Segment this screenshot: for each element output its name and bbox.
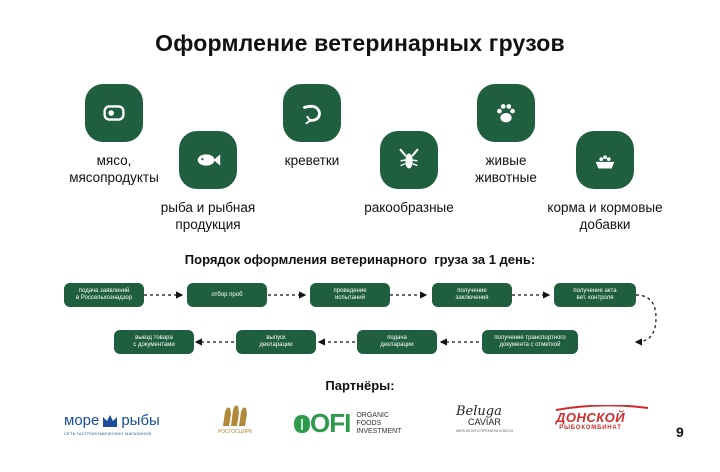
category-crayfish: ракообразные — [334, 131, 484, 216]
partners-title: Партнёры: — [325, 378, 395, 393]
logo-word: Beluga — [456, 404, 502, 419]
step-7: подача декларации — [357, 330, 437, 354]
crown-icon — [103, 414, 118, 427]
logo-word: OFI — [310, 408, 351, 438]
step-6: получение транспортного документа с отме… — [482, 330, 578, 354]
swoosh-icon — [555, 405, 649, 411]
category-fish: рыба и рыбная продукция — [133, 131, 283, 233]
step-4: получение заключения — [432, 283, 512, 307]
category-label: корма и кормовые добавки — [547, 200, 663, 232]
category-feed: корма и кормовые добавки — [530, 131, 680, 233]
step-8: выпуск декларации — [236, 330, 316, 354]
category-meat: мясо, мясопродукты — [39, 84, 189, 186]
logo-donskoy: ДОНСКОЙ РЫБОКОМБИНАТ — [555, 405, 649, 431]
step-5: получение акта вет. контроля — [554, 283, 636, 307]
step-3: проведение испытаний — [310, 283, 390, 307]
logo-more-ryby: море рыбы СЕТЬ ГАСТРОНОМИЧЕСКИХ МАГАЗИНО… — [64, 412, 160, 436]
process-title: Порядок оформления ветеринарного груза з… — [184, 252, 536, 267]
logo-subtitle: СЕТЬ ГАСТРОНОМИЧЕСКИХ МАГАЗИНОВ — [64, 431, 152, 436]
logo-word: ДОНСКОЙ — [556, 410, 626, 425]
leaf-icon — [294, 414, 310, 433]
logo-word: рыбы — [121, 412, 160, 429]
horses-emblem-icon — [223, 405, 248, 426]
category-label: мясо, мясопродукты — [69, 153, 159, 185]
category-label: креветки — [284, 153, 340, 168]
logo-tagline: ИКРА БЕЛУГИ ПРЕМИУМ КЛАССА — [456, 429, 514, 433]
fish-icon — [179, 131, 237, 189]
logo-beluga: Beluga CAVIAR ИКРА БЕЛУГИ ПРЕМИУМ КЛАССА — [456, 404, 513, 433]
category-shrimp: креветки — [237, 84, 387, 169]
step-1: подача заявлений в Россельхознадзор — [64, 283, 144, 307]
category-label: ракообразные — [364, 200, 454, 215]
crayfish-icon — [380, 131, 438, 189]
category-label: живые животные — [475, 153, 537, 185]
logo-subtitle: ORGANIC FOODS INVESTMENT — [356, 411, 402, 435]
category-label: рыба и рыбная продукция — [160, 200, 256, 232]
step-9: выезд товара с документами — [114, 330, 194, 354]
meat-icon — [85, 84, 143, 142]
category-animals: живые животные — [431, 84, 581, 186]
logo-ofi: OFI ORGANIC FOODS INVESTMENT — [292, 408, 401, 439]
logo-word: море — [64, 412, 100, 429]
logo-subtitle: CAVIAR — [468, 417, 501, 427]
step-2: отбор проб — [187, 283, 267, 307]
paw-icon — [477, 84, 535, 142]
logo-word: РОСГОСЦИРК — [218, 429, 253, 435]
logo-subtitle: РЫБОКОМБИНАТ — [559, 425, 622, 431]
page-title: Оформление ветеринарных грузов — [155, 30, 565, 56]
page-number: 9 — [676, 424, 684, 440]
feed-bowl-icon — [576, 131, 634, 189]
logo-rosgoscirk: РОСГОСЦИРК — [218, 402, 252, 435]
shrimp-icon — [283, 84, 341, 142]
